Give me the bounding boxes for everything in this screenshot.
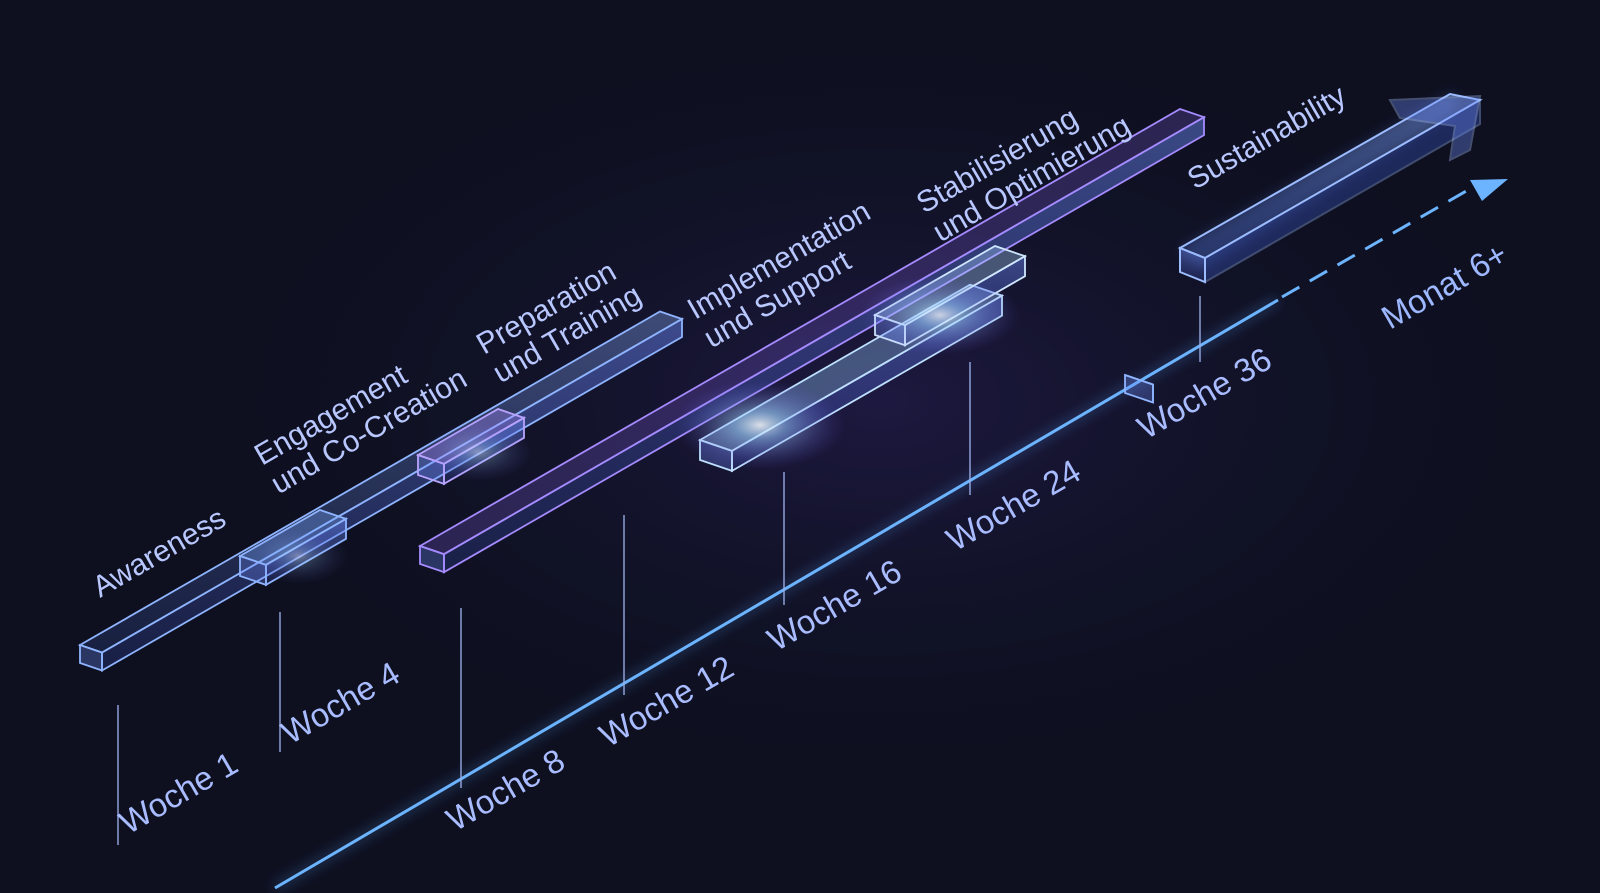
highlight-glows [248,275,1020,584]
awareness-engagement-preparation-bar [77,310,685,673]
timeline-dashed-extension [1281,188,1469,299]
timeline-axis [272,179,1508,892]
milestone-lines [117,296,1201,845]
spacer [1124,373,1154,404]
implementation-stabilisation-bar [417,108,1207,574]
timeline-arrowhead [1470,179,1508,201]
sustainability-arrow [1177,91,1483,284]
